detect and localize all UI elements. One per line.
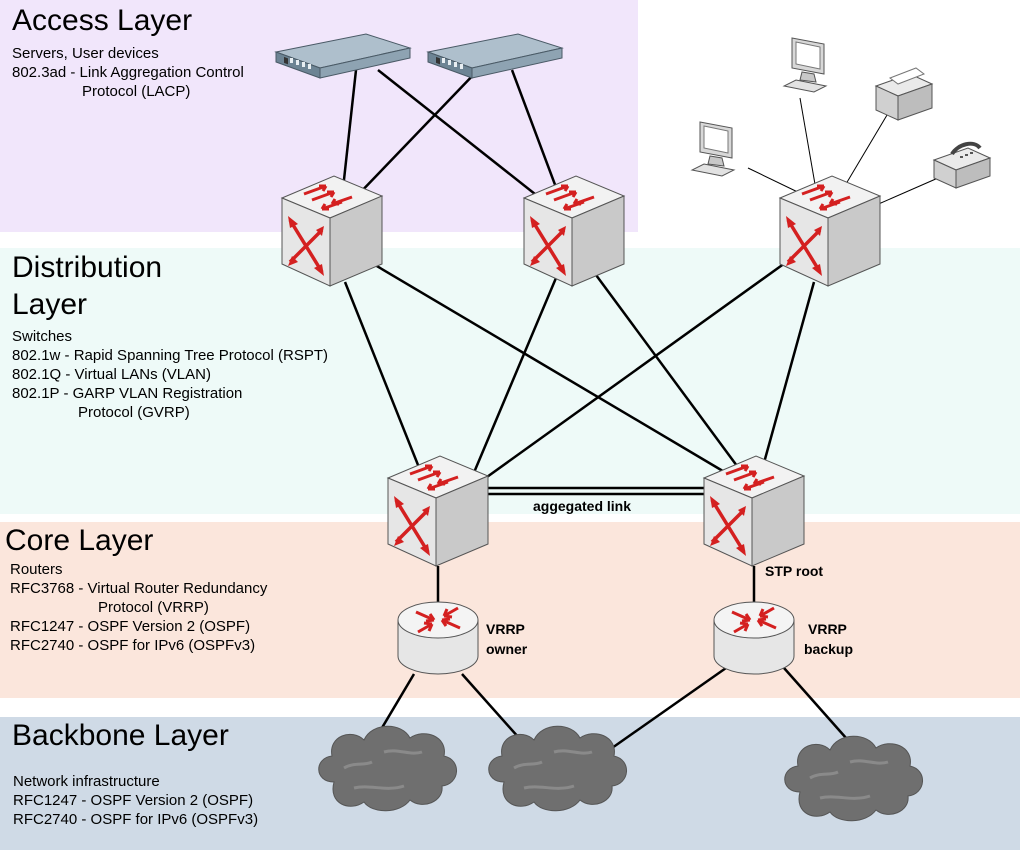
vrrp-backup-label-line2: backup	[804, 641, 853, 657]
switch-icon	[778, 174, 882, 288]
core-layer-band	[0, 522, 1020, 698]
link	[611, 666, 727, 750]
backbone-layer-description: Network infrastructure RFC1247 - OSPF Ve…	[13, 772, 258, 829]
distribution-desc-line: 802.1Q - Virtual LANs (VLAN)	[12, 366, 211, 383]
peripheral-links	[747, 97, 939, 207]
server-icon	[275, 33, 411, 79]
distribution-title-line: Distribution	[12, 251, 163, 284]
link	[468, 277, 558, 483]
cloud-icon	[317, 724, 459, 813]
switch-icon	[702, 454, 806, 568]
distribution-desc-line: Protocol (GVRP)	[78, 404, 190, 421]
distribution-layer-description: Switches 802.1w - Rapid Spanning Tree Pr…	[12, 327, 328, 422]
backbone-desc-line: RFC2740 - OSPF for IPv6 (OSPFv3)	[13, 811, 259, 828]
desktop-computer-icon	[691, 121, 735, 177]
vrrp-owner-label-line1: VRRP	[486, 621, 525, 637]
core-layer-title: Core Layer	[5, 524, 154, 557]
distribution-desc-line: Switches	[12, 328, 73, 345]
access-desc-line: Servers, User devices	[12, 45, 159, 62]
switch-icon	[280, 174, 384, 288]
core-desc-line: RFC2740 - OSPF for IPv6 (OSPFv3)	[10, 637, 256, 654]
aggregated-link-lines	[484, 486, 706, 496]
printer-icon	[875, 67, 933, 121]
backbone-layer-title: Backbone Layer	[12, 719, 229, 752]
link	[760, 281, 816, 471]
backbone-desc-line: RFC1247 - OSPF Version 2 (OSPF)	[13, 792, 254, 809]
link	[340, 69, 358, 199]
cloud-icon	[783, 734, 925, 823]
link	[343, 281, 422, 471]
core-desc-line: Routers	[10, 561, 63, 578]
link	[510, 69, 562, 199]
link	[839, 109, 891, 195]
distribution-desc-line: 802.1P - GARP VLAN Registration	[12, 385, 243, 402]
stp-root-label: STP root	[765, 563, 823, 579]
router-icon	[396, 600, 480, 676]
fax-icon	[932, 141, 992, 190]
distribution-title-line: Layer	[12, 287, 88, 321]
server-icon	[427, 33, 563, 79]
vrrp-backup-label-line1: VRRP	[808, 621, 847, 637]
core-desc-line: Protocol (VRRP)	[98, 599, 209, 616]
router-icon	[712, 600, 796, 676]
link	[377, 69, 541, 199]
link	[369, 260, 739, 482]
link	[799, 97, 817, 191]
access-desc-line: Protocol (LACP)	[82, 83, 191, 100]
core-layer-description: Routers RFC3768 - Virtual Router Redunda…	[10, 560, 267, 655]
access-desc-line: 802.3ad - Link Aggregation Control	[12, 64, 244, 81]
core-desc-line: RFC1247 - OSPF Version 2 (OSPF)	[10, 618, 251, 635]
cloud-icon	[487, 724, 629, 813]
network-links	[340, 69, 863, 757]
access-layer-description: Servers, User devices 802.3ad - Link Agg…	[12, 44, 244, 101]
switch-icon	[386, 454, 490, 568]
core-desc-line: RFC3768 - Virtual Router Redundancy	[10, 580, 268, 597]
distribution-layer-title: Distribution Layer	[12, 250, 162, 323]
desktop-computer-icon	[783, 37, 827, 93]
link	[594, 274, 742, 471]
link	[479, 256, 793, 484]
access-layer-title: Access Layer	[12, 4, 193, 37]
aggregated-link-label: aggegated link	[533, 498, 631, 514]
distribution-layer-band	[0, 248, 1020, 514]
link	[873, 177, 939, 207]
link	[354, 69, 479, 199]
vrrp-owner-label-line2: owner	[486, 641, 528, 657]
distribution-desc-line: 802.1w - Rapid Spanning Tree Protocol (R…	[12, 347, 328, 364]
switch-icon	[522, 174, 626, 288]
backbone-desc-line: Network infrastructure	[13, 773, 160, 790]
